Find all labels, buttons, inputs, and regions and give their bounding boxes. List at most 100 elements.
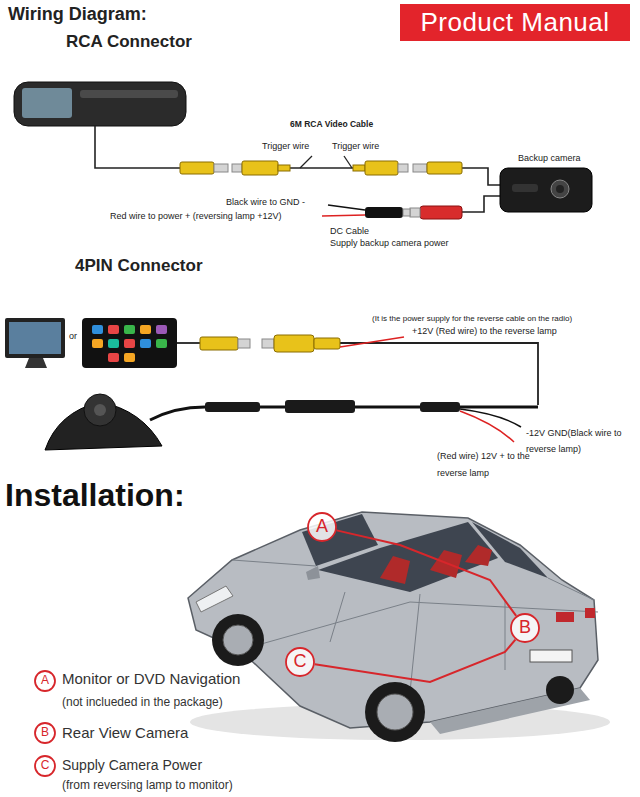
four-pin-cable bbox=[150, 400, 538, 442]
rca-plug bbox=[238, 339, 250, 348]
car-illustration bbox=[212, 614, 264, 666]
callout-circle-outline bbox=[286, 648, 314, 676]
backup-camera bbox=[500, 168, 592, 212]
radio-head-unit bbox=[140, 339, 151, 348]
radio-head-unit bbox=[108, 325, 119, 334]
connector-word: or bbox=[69, 331, 77, 342]
rca-plug bbox=[180, 162, 214, 174]
rca-plug bbox=[314, 338, 340, 349]
radio-head-unit bbox=[156, 325, 167, 334]
car-illustration bbox=[365, 682, 425, 742]
car-illustration bbox=[377, 694, 413, 730]
callout-letter: B bbox=[41, 726, 49, 739]
wire-note: (It is the power supply for the reverse … bbox=[372, 314, 572, 324]
cable-label: 6M RCA Video Cable bbox=[290, 119, 373, 129]
legend-marker: A bbox=[34, 670, 56, 692]
backup-camera bbox=[551, 180, 569, 198]
dome-camera bbox=[84, 394, 116, 426]
radio-head-unit bbox=[124, 339, 135, 348]
rca-plug bbox=[180, 161, 462, 175]
mirror-monitor bbox=[22, 88, 72, 118]
rca-plug bbox=[274, 335, 314, 352]
callout-letter: A bbox=[41, 674, 49, 687]
four-pin-cable bbox=[205, 402, 260, 412]
callout-letter: B bbox=[519, 618, 531, 638]
backup-camera bbox=[500, 168, 592, 212]
car-illustration bbox=[330, 592, 505, 692]
wire-route bbox=[315, 640, 516, 682]
legend-marker-outline bbox=[35, 723, 55, 743]
dc-power-cable bbox=[328, 205, 365, 210]
title-banner: Product Manual bbox=[400, 4, 630, 41]
dc-power-cable bbox=[365, 207, 403, 218]
radio-head-unit bbox=[82, 318, 177, 368]
callout-circle: A bbox=[307, 512, 337, 542]
car-illustration bbox=[380, 556, 410, 584]
rca-plug bbox=[353, 165, 365, 171]
callout-circle: B bbox=[510, 613, 540, 643]
radio-head-unit bbox=[108, 353, 119, 362]
radio-head-unit bbox=[156, 339, 167, 348]
car-illustration bbox=[556, 612, 574, 622]
section-heading: 4PIN Connector bbox=[75, 256, 203, 276]
car-illustration bbox=[548, 578, 594, 600]
legend-note: (not inclueded in the package) bbox=[62, 695, 223, 709]
small-monitor bbox=[5, 318, 65, 368]
red-power-wire bbox=[340, 337, 404, 347]
dome-camera bbox=[94, 404, 106, 416]
legend-marker-outline bbox=[35, 756, 55, 776]
radio-head-unit bbox=[108, 339, 119, 348]
rca-plug bbox=[262, 339, 274, 348]
page-title: Wiring Diagram: bbox=[8, 4, 147, 26]
part-label: Backup camera bbox=[518, 153, 581, 164]
car-illustration bbox=[430, 550, 462, 578]
radio-head-unit bbox=[124, 353, 135, 362]
wire-label: Black wire to GND - bbox=[226, 197, 305, 208]
wire-label: (Red wire) 12V + to the reverse lamp bbox=[437, 448, 537, 482]
wire-label: -12V GND(Black wire to reverse lamp) bbox=[526, 425, 634, 457]
mirror-monitor bbox=[14, 82, 186, 126]
dc-power-cable bbox=[410, 208, 420, 217]
wire-label: Trigger wire bbox=[262, 141, 309, 152]
legend-marker-outline bbox=[35, 671, 55, 691]
backup-camera bbox=[556, 185, 564, 193]
legend-text: Monitor or DVD Navigation bbox=[62, 670, 240, 688]
rca-plug bbox=[214, 164, 228, 172]
video-cable bbox=[177, 342, 200, 344]
video-cable bbox=[462, 196, 500, 212]
dc-power-cable bbox=[420, 206, 462, 219]
callout-letter: C bbox=[41, 759, 50, 772]
banner-text: Product Manual bbox=[420, 8, 609, 37]
callout-circle-outline bbox=[511, 614, 539, 642]
dc-power-cable bbox=[403, 209, 410, 216]
rca-plug bbox=[232, 164, 242, 172]
wire-label: Trigger wire bbox=[332, 141, 379, 152]
car-illustration bbox=[306, 566, 320, 580]
legend-text: Supply Camera Power bbox=[62, 757, 202, 774]
car-illustration bbox=[196, 586, 233, 612]
rca-plug bbox=[398, 164, 408, 172]
video-cable bbox=[290, 167, 353, 169]
legend-text: Rear View Camera bbox=[62, 724, 188, 742]
four-pin-cable bbox=[420, 402, 460, 412]
dc-power-cable bbox=[322, 215, 365, 216]
video-cable bbox=[340, 343, 538, 405]
car-illustration bbox=[465, 545, 492, 566]
video-cable bbox=[462, 168, 500, 185]
mirror-monitor bbox=[80, 90, 178, 98]
mirror-monitor bbox=[14, 82, 186, 126]
trigger-wire bbox=[344, 156, 352, 168]
wire-label: +12V (Red wire) to the reverse lamp bbox=[412, 326, 557, 337]
car-illustration bbox=[188, 512, 610, 742]
video-cable bbox=[95, 126, 180, 168]
legend-marker: C bbox=[34, 755, 56, 777]
car-illustration bbox=[232, 560, 316, 566]
rca-plug bbox=[242, 161, 278, 175]
section-heading: RCA Connector bbox=[66, 32, 192, 52]
cable-note: Supply backup camera power bbox=[330, 238, 449, 249]
callout-circle: C bbox=[285, 647, 315, 677]
callout-circle-outline bbox=[308, 513, 336, 541]
radio-head-unit bbox=[82, 318, 177, 368]
car-illustration bbox=[585, 608, 595, 618]
rca-plug bbox=[200, 337, 238, 350]
